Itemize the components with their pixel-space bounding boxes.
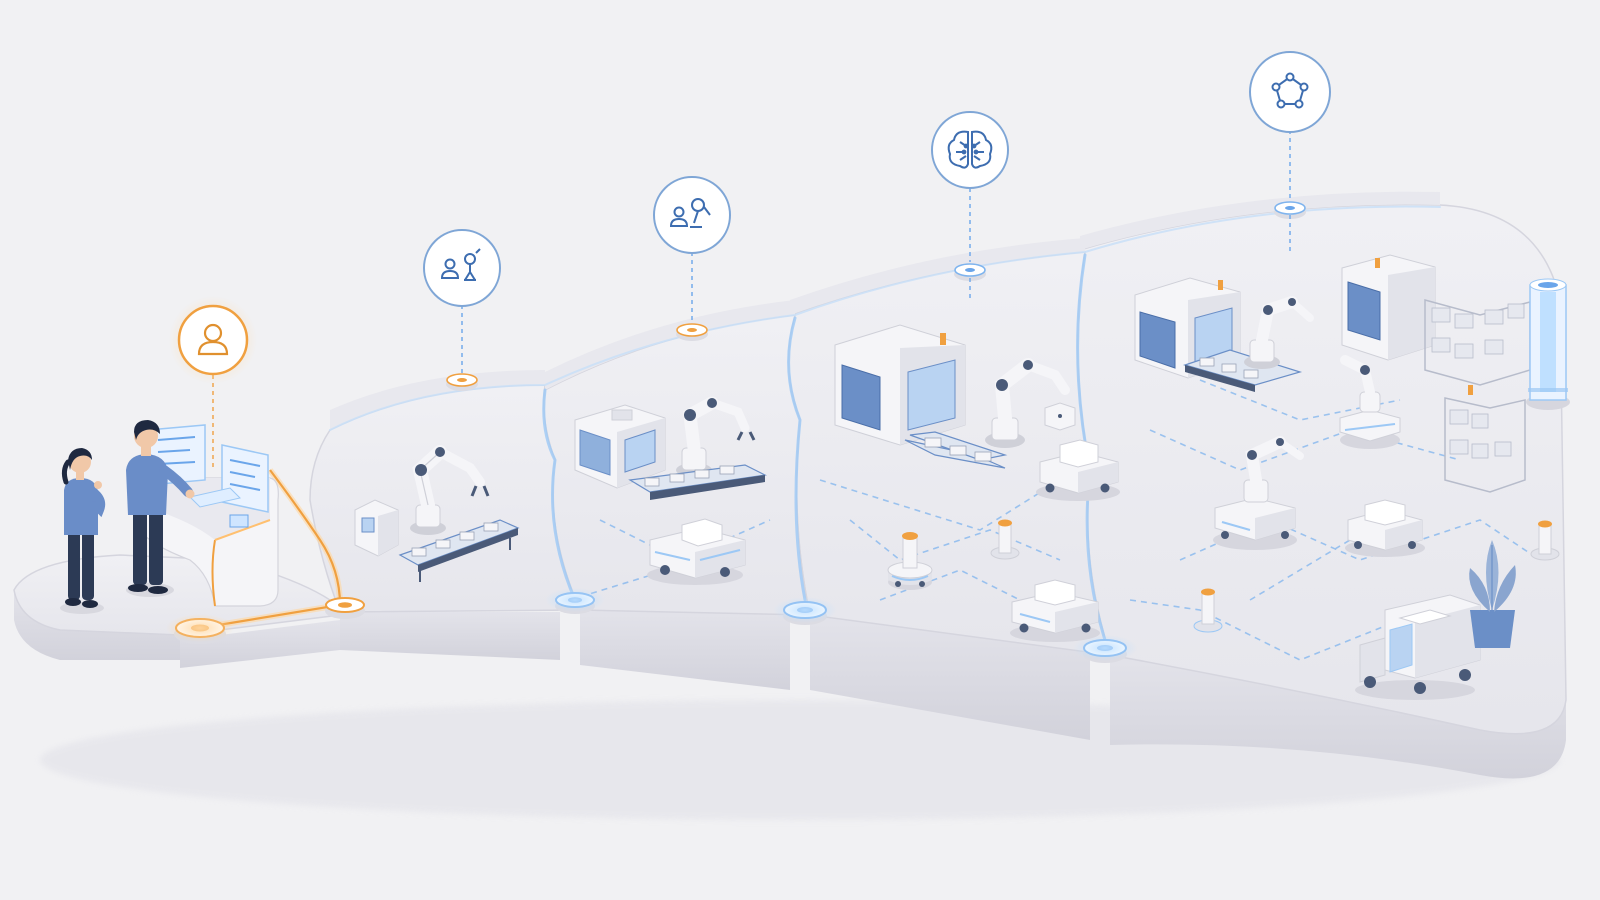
stage-5-equipment <box>1134 254 1570 700</box>
operator-console[interactable] <box>139 424 279 607</box>
stage-2-bubble[interactable] <box>423 229 501 307</box>
conveyor-stage4[interactable] <box>904 431 1008 469</box>
console-screen-right[interactable] <box>221 444 269 513</box>
platform-nodes <box>166 201 1306 663</box>
sensor-posts-stage4[interactable] <box>887 519 1020 591</box>
stage-icon-connectors <box>212 130 1291 470</box>
node-blue-stage3 <box>773 597 837 625</box>
parts-box-stage4[interactable] <box>1044 402 1076 431</box>
sensor-posts-stage5[interactable] <box>1193 520 1560 633</box>
node-wall-2 <box>676 323 708 341</box>
conveyor-stage2[interactable] <box>398 519 520 582</box>
console-keypad[interactable] <box>189 487 249 528</box>
stage-2-equipment <box>354 445 520 582</box>
stage-1-bubble[interactable] <box>169 296 257 384</box>
stage-3-bubble[interactable] <box>653 176 731 254</box>
potted-plant <box>1469 540 1516 648</box>
node-blue-stage2 <box>545 588 605 614</box>
storage-shelf-stage5-mid[interactable] <box>1444 385 1526 493</box>
operator-link-path <box>199 468 344 631</box>
node-orange-2 <box>325 597 365 619</box>
robot-arm-stage2[interactable] <box>410 445 490 535</box>
stage-back-walls <box>330 191 1440 430</box>
mobile-robot-arm-stage5-center[interactable] <box>1213 436 1304 550</box>
conveyor-stage3[interactable] <box>628 464 767 500</box>
node-wall-3 <box>954 263 986 281</box>
stage-4-equipment <box>834 324 1120 642</box>
agv-stage3[interactable] <box>647 518 746 585</box>
stage-4-bubble[interactable] <box>931 111 1009 189</box>
operator-woman <box>60 448 106 614</box>
node-wall-1 <box>446 373 478 391</box>
control-cabinet[interactable] <box>354 499 399 557</box>
agv-stage4-bottom[interactable] <box>1010 579 1100 642</box>
brain-icon <box>947 130 993 169</box>
operator-man <box>126 420 195 597</box>
person-icon <box>197 323 229 356</box>
conveyor-stage5[interactable] <box>1182 349 1303 392</box>
stage-5-bubble[interactable] <box>1249 51 1331 133</box>
platform-sides <box>14 590 1566 779</box>
delivery-vehicle-stage5[interactable] <box>1355 594 1481 700</box>
server-tower[interactable] <box>1526 278 1570 410</box>
node-orange-base <box>166 614 234 644</box>
agv-stage5-right[interactable] <box>1345 499 1425 557</box>
node-wall-4 <box>1274 201 1306 219</box>
cnc-machine-stage5-right[interactable] <box>1341 254 1436 361</box>
robot-arm-stage4[interactable] <box>985 358 1070 448</box>
robot-arm-stage5-top[interactable] <box>1244 296 1314 369</box>
storage-shelf-stage5-top[interactable] <box>1424 299 1531 386</box>
network-pentagon-icon <box>1271 72 1309 109</box>
stage-3-equipment <box>574 396 767 585</box>
agv-stage4-top[interactable] <box>1036 439 1120 501</box>
mobile-robot-arm-stage5-right[interactable] <box>1339 355 1401 449</box>
node-blue-stage4 <box>1073 635 1137 663</box>
cnc-machine-stage4[interactable] <box>834 324 966 446</box>
person-robot-arm-icon <box>669 198 711 228</box>
person-robot-icon <box>440 248 481 281</box>
cnc-cell-stage3[interactable] <box>574 404 666 489</box>
